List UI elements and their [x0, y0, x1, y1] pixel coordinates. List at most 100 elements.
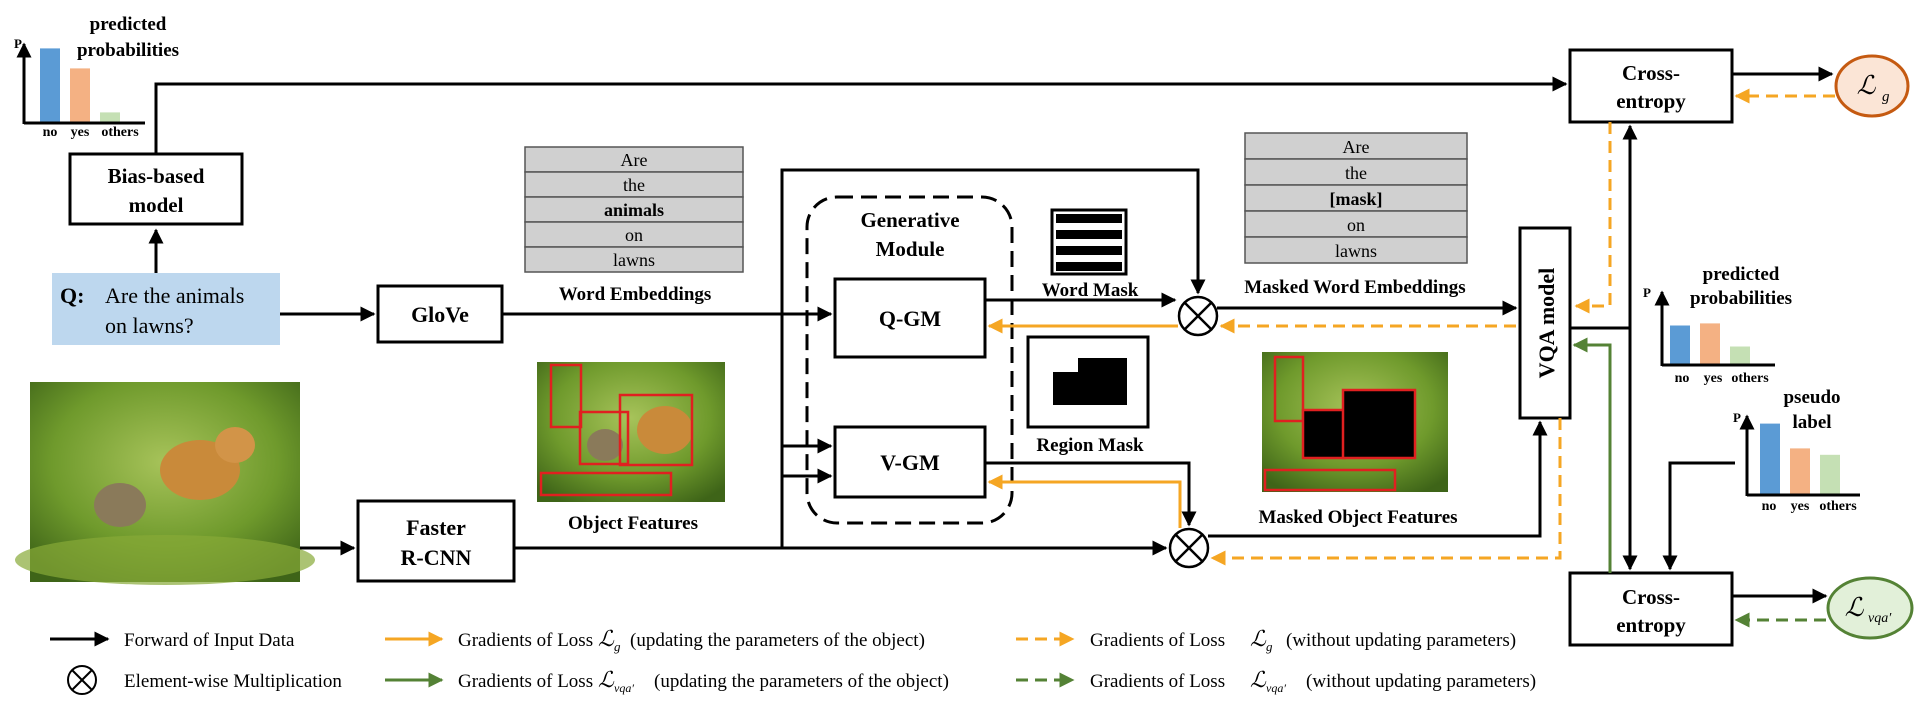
- question-prefix: Q:: [60, 283, 84, 308]
- vqa-probability-chart: P predicted probabilities no yes others: [1643, 264, 1792, 386]
- legend-forward-label: Forward of Input Data: [124, 630, 295, 651]
- masked-word-embeddings-cell: [1244, 210, 1468, 238]
- bias-chart-title-line1: predicted: [90, 14, 167, 35]
- masked-word-embeddings-cell: [1244, 158, 1468, 186]
- bias-chart-title-line2: probabilities: [77, 40, 179, 61]
- pseudo-label-chart: P pseudo label no yes others: [1733, 387, 1860, 514]
- legend-orange-solid: Gradients of Loss ℒ g (updating the para…: [385, 626, 925, 654]
- pseudo-chart-title-line2: label: [1792, 412, 1831, 433]
- legend-green-solid-loss: ℒ: [598, 667, 615, 692]
- glove-box: GloVe: [376, 284, 504, 344]
- v-gm-label: V-GM: [880, 450, 940, 475]
- vqa-chart-cat-yes: yes: [1704, 371, 1723, 386]
- glove-label: GloVe: [411, 302, 469, 327]
- word-embeddings-word: lawns: [613, 250, 655, 270]
- word-embeddings-cell: [524, 246, 744, 273]
- loss-g-node: ℒ g: [1834, 54, 1910, 118]
- region-mask-icon: Region Mask: [1026, 335, 1150, 456]
- vqa-chart-title-line1: predicted: [1703, 264, 1780, 285]
- vqa-chart-bar-no: [1670, 325, 1690, 364]
- pseudo-chart-cat-others: others: [1819, 499, 1857, 514]
- word-embeddings-word: on: [625, 225, 643, 245]
- vqa-chart-bar-others: [1730, 346, 1750, 364]
- question-box: Q: Are the animals on lawns?: [52, 273, 280, 345]
- cross-entropy-top-line1: Cross-: [1622, 61, 1680, 85]
- word-embeddings-cell: [524, 196, 744, 223]
- legend-green-solid-sub: vqa′: [614, 681, 634, 695]
- masked-object-features-image: Masked Object Features: [1258, 352, 1458, 528]
- faster-rcnn-box: Faster R-CNN: [356, 499, 516, 583]
- legend-orange-dashed-desc: (without updating parameters): [1286, 630, 1516, 651]
- pseudo-chart-bars: [1760, 423, 1840, 494]
- bias-based-model-box: Bias-based model: [68, 152, 244, 226]
- bias-chart-bar-others: [100, 112, 120, 122]
- legend: Forward of Input Data Element-wise Multi…: [50, 626, 1536, 695]
- vqa-chart-title-line2: probabilities: [1690, 288, 1792, 309]
- pseudo-chart-axis-label: P: [1733, 410, 1741, 425]
- vqa-chart-bars: [1670, 323, 1750, 364]
- gradient-connections: [987, 88, 1835, 628]
- cross-entropy-top-box: Cross- entropy: [1568, 48, 1734, 124]
- bias-chart-axis-label: P: [14, 36, 22, 51]
- faster-rcnn-label-line1: Faster: [406, 515, 466, 540]
- masked-word-embeddings-word: the: [1345, 163, 1367, 183]
- pseudo-chart-title-line1: pseudo: [1783, 387, 1840, 408]
- masked-word-embeddings-word: lawns: [1335, 241, 1377, 261]
- multiply-node-word: [1177, 295, 1219, 337]
- pseudo-chart-bar-no: [1760, 423, 1780, 494]
- bias-model-label-line1: Bias-based: [108, 164, 205, 188]
- legend-orange-dashed: Gradients of Loss ℒ g (without updating …: [1016, 626, 1516, 654]
- faster-rcnn-label-line2: R-CNN: [401, 545, 472, 570]
- word-embeddings-word: the: [623, 175, 645, 195]
- loss-vqa-subscript: vqa′: [1868, 611, 1892, 626]
- legend-green-dashed: Gradients of Loss ℒ vqa′ (without updati…: [1016, 667, 1536, 695]
- pseudo-chart-cat-yes: yes: [1791, 499, 1810, 514]
- legend-orange-dashed-sub: g: [1266, 639, 1273, 654]
- bias-chart-bars: [40, 48, 120, 122]
- word-mask-label: Word Mask: [1042, 280, 1139, 301]
- word-mask-icon: Word Mask: [1042, 208, 1139, 301]
- legend-green-dashed-sub: vqa′: [1266, 681, 1286, 695]
- masked-object-features-label: Masked Object Features: [1258, 507, 1457, 528]
- forward-connections: [148, 66, 1834, 604]
- bias-probability-chart: P predicted probabilities no yes others: [14, 14, 179, 140]
- bias-chart-bar-no: [40, 48, 60, 122]
- legend-orange-solid-sub: g: [614, 639, 621, 654]
- loss-g-subscript: g: [1882, 89, 1890, 105]
- bias-chart-bar-yes: [70, 68, 90, 122]
- generative-module-title-line2: Module: [876, 237, 945, 261]
- word-embeddings-word: animals: [604, 200, 664, 220]
- word-embeddings-table: Word Embeddings Are the animals on lawns: [524, 146, 744, 305]
- legend-multiply: Element-wise Multiplication: [67, 665, 342, 695]
- masked-word-embeddings-word: Are: [1343, 137, 1370, 157]
- masked-word-embeddings-word: [mask]: [1330, 189, 1383, 209]
- legend-orange-solid-loss: ℒ: [598, 626, 615, 651]
- generative-module-title-line1: Generative: [860, 208, 959, 232]
- word-embeddings-cell: [524, 221, 744, 248]
- word-embeddings-label: Word Embeddings: [559, 284, 712, 305]
- cross-entropy-top-line2: entropy: [1616, 89, 1686, 113]
- vqa-chart-cat-no: no: [1675, 371, 1690, 386]
- masked-word-embeddings-cell: [1244, 132, 1468, 160]
- cross-entropy-bottom-line2: entropy: [1616, 613, 1686, 637]
- legend-orange-dashed-loss: ℒ: [1250, 626, 1267, 651]
- bias-model-label-line2: model: [129, 193, 184, 217]
- word-embeddings-word: Are: [621, 150, 648, 170]
- masked-word-embeddings-label: Masked Word Embeddings: [1244, 277, 1465, 298]
- masked-word-embeddings-word: on: [1347, 215, 1365, 235]
- legend-multiply-label: Element-wise Multiplication: [124, 671, 342, 692]
- vqa-chart-bar-yes: [1700, 323, 1720, 364]
- masked-word-embeddings-cell: [1244, 184, 1468, 212]
- bias-chart-cat-others: others: [101, 125, 139, 140]
- q-gm-label: Q-GM: [879, 306, 942, 331]
- object-features-image: Object Features: [537, 362, 725, 534]
- pseudo-chart-bar-others: [1820, 454, 1840, 494]
- pseudo-chart-cat-no: no: [1762, 499, 1777, 514]
- legend-green-solid-prefix: Gradients of Loss: [458, 671, 593, 692]
- legend-orange-solid-desc: (updating the parameters of the object): [630, 630, 925, 651]
- vqa-chart-axis-label: P: [1643, 285, 1651, 300]
- cross-entropy-bottom-line1: Cross-: [1622, 585, 1680, 609]
- loss-vqa-symbol: ℒ: [1845, 593, 1865, 622]
- cross-entropy-bottom-box: Cross- entropy: [1568, 571, 1734, 647]
